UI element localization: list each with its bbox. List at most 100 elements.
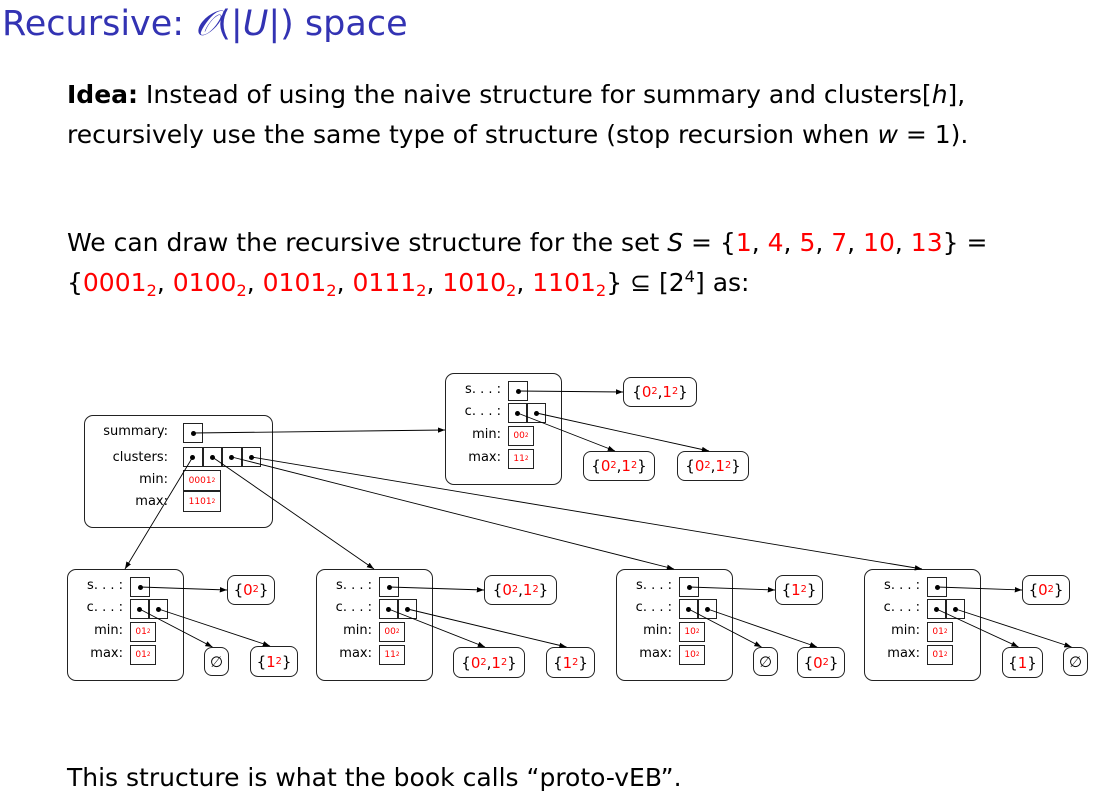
idea-text: ],	[947, 80, 966, 109]
field-label: s. . . :	[465, 382, 501, 397]
draw-text: } =	[942, 228, 988, 257]
binary-element: 01112	[352, 268, 427, 300]
pointer-arrow	[707, 608, 818, 648]
set-element: 1	[735, 228, 752, 257]
base-subscript: 2	[416, 280, 427, 300]
set-element: 10	[863, 228, 895, 257]
pointer-arrow	[231, 456, 675, 570]
idea-text: = 1).	[897, 120, 969, 149]
pointer-arrow	[192, 427, 446, 434]
idea-text: Instead of using the naive structure for…	[138, 80, 932, 109]
field-label: max:	[90, 646, 123, 661]
field-label: s. . . :	[87, 578, 123, 593]
binary-element: 00012	[82, 268, 157, 300]
field-label: min:	[472, 427, 501, 442]
title-big-o: 𝒪	[195, 4, 218, 44]
binary-element: 01002	[172, 268, 247, 300]
draw-text: We can draw the recursive structure for …	[67, 228, 668, 257]
base-subscript: 2	[146, 280, 157, 300]
pointer-arrow	[936, 586, 1023, 593]
draw-line-1: We can draw the recursive structure for …	[67, 223, 987, 263]
set-leaf: ∅	[753, 647, 778, 676]
base-subscript: 2	[326, 280, 337, 300]
draw-text: } ⊆ [2	[606, 268, 685, 297]
field-label: c. . . :	[635, 600, 672, 615]
pointer-arrow	[388, 608, 486, 648]
pointer-arrow	[955, 608, 1072, 648]
field-label: clusters:	[112, 450, 168, 465]
field-label: s. . . :	[636, 578, 672, 593]
pointer-arrow	[139, 608, 213, 648]
base-subscript: 2	[506, 280, 517, 300]
draw-text: ] as:	[695, 268, 750, 297]
field-label: max:	[468, 450, 501, 465]
set-leaf: {1}	[1002, 647, 1043, 678]
base-subscript: 2	[595, 280, 607, 300]
set-element: 4	[767, 228, 784, 257]
set-elements: 1, 4, 5, 7, 10, 13	[735, 228, 943, 257]
field-label: max:	[639, 646, 672, 661]
field-label: max:	[135, 494, 168, 509]
idea-text: recursively use the same type of structu…	[67, 120, 878, 149]
set-leaf: ∅	[1063, 647, 1088, 676]
binary-elements: 00012, 01002, 01012, 01112, 10102, 11012	[82, 268, 607, 300]
title-close: |) space	[268, 4, 408, 44]
field-label: min:	[643, 623, 672, 638]
field-label: min:	[891, 623, 920, 638]
idea-label: Idea:	[67, 80, 139, 109]
title-var: U	[242, 4, 269, 44]
pointer-arrow	[124, 456, 194, 570]
set-element: 7	[831, 228, 848, 257]
pointer-arrow	[936, 608, 1019, 648]
pointer-arrow	[517, 412, 616, 452]
title-prefix: Recursive:	[2, 4, 196, 44]
set-leaf: ∅	[204, 647, 229, 676]
pointer-arrow	[139, 586, 228, 593]
footer-text: This structure is what the book calls “p…	[67, 763, 682, 792]
idea-var-h: h	[931, 80, 948, 109]
set-element: 13	[910, 228, 943, 257]
field-label: min:	[343, 623, 372, 638]
draw-line-2: {00012, 01002, 01012, 01112, 10102, 1101…	[67, 267, 750, 300]
pointer-arrow	[517, 389, 624, 395]
pointer-arrow	[158, 608, 271, 647]
title-open: (|	[217, 4, 243, 44]
set-element: 5	[799, 228, 816, 257]
pointer-arrow	[536, 412, 710, 453]
idea-line-1: Idea: Instead of using the naive structu…	[67, 75, 965, 115]
field-label: c. . . :	[335, 600, 372, 615]
base-subscript: 2	[236, 280, 247, 300]
field-label: c. . . :	[883, 600, 920, 615]
draw-text: = {	[683, 228, 736, 257]
field-label: max:	[887, 646, 920, 661]
field-label: c. . . :	[86, 600, 123, 615]
pointer-arrow	[688, 586, 776, 593]
field-label: s. . . :	[336, 578, 372, 593]
pointer-arrow	[407, 608, 567, 648]
field-label: c. . . :	[464, 404, 501, 419]
binary-element: 01012	[262, 268, 337, 300]
field-label: max:	[339, 646, 372, 661]
